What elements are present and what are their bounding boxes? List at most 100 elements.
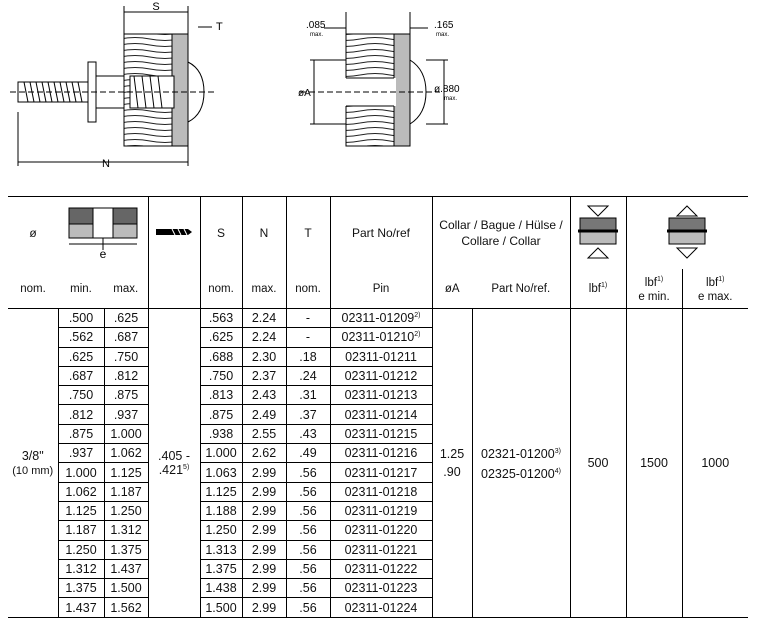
cell-n: 2.99 bbox=[241, 462, 286, 483]
sub-lbf-emin: lbf1)e min. bbox=[625, 269, 682, 309]
cell-n: 2.99 bbox=[241, 559, 286, 580]
cell-t: .24 bbox=[285, 366, 330, 387]
cell-emax: 1.375 bbox=[103, 540, 148, 560]
cell-emin: .937 bbox=[57, 443, 104, 464]
cell-n: 2.37 bbox=[241, 366, 286, 387]
sub-nom1: nom. bbox=[8, 269, 58, 309]
cell-s: .875 bbox=[199, 404, 242, 425]
cell-pin: 02311-01224 bbox=[329, 597, 432, 618]
spec-table: ø e S N T Part No/ref Colla bbox=[8, 196, 748, 618]
cell-pin: 02311-01214 bbox=[329, 404, 432, 425]
hdr-lbf-icon bbox=[569, 196, 626, 269]
cell-s: .750 bbox=[199, 366, 242, 387]
cell-s: .625 bbox=[199, 327, 242, 348]
cell-emin: 1.375 bbox=[57, 578, 104, 599]
sub-partref: Part No/ref. bbox=[472, 269, 570, 309]
cell-emax: .812 bbox=[103, 366, 148, 387]
cell-emin: 1.187 bbox=[57, 520, 104, 541]
cell-pin: 02311-01216 bbox=[329, 443, 432, 464]
cell-s: 1.375 bbox=[199, 559, 242, 580]
cell-n: 2.99 bbox=[241, 597, 286, 618]
cell-t: .31 bbox=[285, 385, 330, 406]
cell-n: 2.30 bbox=[241, 347, 286, 367]
cell-emin: .500 bbox=[57, 308, 104, 329]
hdr-partno: Part No/ref bbox=[329, 196, 432, 269]
cell-pin: 02311-01219 bbox=[329, 501, 432, 522]
cell-n: 2.99 bbox=[241, 482, 286, 502]
hdr-drill bbox=[147, 196, 200, 269]
sub-nom3: nom. bbox=[285, 269, 330, 309]
cell-s: 1.313 bbox=[199, 540, 242, 560]
grip-icon: e bbox=[68, 207, 138, 261]
cell-emax: 1.187 bbox=[103, 482, 148, 502]
cell-n: 2.43 bbox=[241, 385, 286, 406]
cell-emin: 1.250 bbox=[57, 540, 104, 560]
cell-emax: .687 bbox=[103, 327, 148, 348]
cell-pin: 02311-01223 bbox=[329, 578, 432, 599]
group-lbf-min: 1500 bbox=[625, 308, 682, 618]
cell-n: 2.99 bbox=[241, 540, 286, 560]
cell-emin: .562 bbox=[57, 327, 104, 348]
cell-t: - bbox=[285, 308, 330, 329]
cell-emax: .625 bbox=[103, 308, 148, 329]
cell-n: 2.24 bbox=[241, 308, 286, 329]
cell-n: 2.24 bbox=[241, 327, 286, 348]
spec-table-wrap: ø e S N T Part No/ref Colla bbox=[8, 196, 748, 618]
cell-s: 1.500 bbox=[199, 597, 242, 618]
cell-t: .56 bbox=[285, 501, 330, 522]
dim-s: S bbox=[152, 1, 159, 13]
cell-n: 2.99 bbox=[241, 578, 286, 599]
cell-emin: 1.312 bbox=[57, 559, 104, 580]
cell-emax: 1.000 bbox=[103, 424, 148, 445]
hdr-s: S bbox=[199, 196, 242, 269]
cell-s: 1.063 bbox=[199, 462, 242, 483]
technical-drawings: S T N .085 max. .165 max. øA ø.880 max. bbox=[10, 1, 460, 170]
cell-emin: 1.062 bbox=[57, 482, 104, 502]
cell-emin: .875 bbox=[57, 424, 104, 445]
cell-t: .49 bbox=[285, 443, 330, 464]
dim-165: .165 bbox=[434, 20, 454, 31]
group-lbf-max: 1000 bbox=[681, 308, 748, 618]
sub-max: max. bbox=[104, 269, 148, 309]
sub-max2: max. bbox=[241, 269, 286, 309]
cell-s: .688 bbox=[199, 347, 242, 367]
cell-s: .563 bbox=[199, 308, 242, 329]
dim-t: T bbox=[216, 21, 223, 33]
group-lbf: 500 bbox=[569, 308, 626, 618]
cell-pin: 02311-01217 bbox=[329, 462, 432, 483]
cell-pin: 02311-01213 bbox=[329, 385, 432, 406]
cell-t: .56 bbox=[285, 520, 330, 541]
cell-t: .56 bbox=[285, 559, 330, 580]
cell-n: 2.99 bbox=[241, 520, 286, 541]
cell-emax: .937 bbox=[103, 404, 148, 425]
hdr-diameter: ø bbox=[29, 226, 37, 240]
group-collar-a: 1.25.90 bbox=[431, 308, 472, 618]
dim-085-max: max. bbox=[310, 32, 323, 38]
fastener-side-view: S T N bbox=[10, 1, 223, 170]
cell-pin: 02311-012092) bbox=[329, 308, 432, 329]
cell-emax: .875 bbox=[103, 385, 148, 406]
drill-icon bbox=[156, 228, 192, 235]
cell-t: .56 bbox=[285, 482, 330, 502]
sub-lbf-emax: lbf1)e max. bbox=[681, 269, 748, 309]
cell-emax: 1.500 bbox=[103, 578, 148, 599]
group-diameter: 3/8"(10 mm) bbox=[12, 448, 54, 477]
cell-s: 1.438 bbox=[199, 578, 242, 599]
hdr-collar-label: Collar / Bague / Hülse / Collare / Colla… bbox=[439, 218, 563, 248]
hdr-lbf-e-icon bbox=[625, 196, 748, 269]
cell-n: 2.62 bbox=[241, 443, 286, 464]
cell-emin: 1.125 bbox=[57, 501, 104, 522]
cell-t: .18 bbox=[285, 347, 330, 367]
cell-t: .43 bbox=[285, 424, 330, 445]
